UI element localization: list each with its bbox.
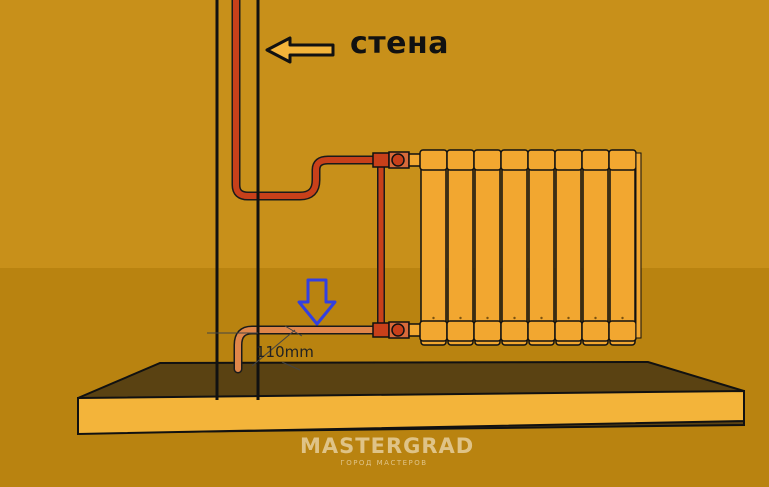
dimension-tick-bottom xyxy=(281,361,301,371)
dimension-label: 110mm xyxy=(256,343,314,361)
radiator-end-cap xyxy=(635,152,642,339)
return-pipe-fill xyxy=(235,327,381,372)
lower-tee-fitting xyxy=(372,322,390,338)
upper-tee-fitting xyxy=(372,152,390,168)
supply-pipe-fill xyxy=(233,0,381,199)
dimension-tick-top xyxy=(284,325,303,337)
radiator-section xyxy=(446,149,475,346)
radiator-section xyxy=(581,149,610,346)
floor-slab-front xyxy=(77,389,745,436)
wall-pointer-arrow xyxy=(265,36,335,64)
dimension-line xyxy=(251,329,296,367)
radiator xyxy=(419,149,642,346)
watermark-brand: MASTERGRAD xyxy=(300,434,475,458)
radiator-section xyxy=(527,149,556,346)
lower-valve xyxy=(388,321,422,339)
upper-valve xyxy=(388,151,422,169)
marker-down-arrow xyxy=(297,278,337,326)
radiator-section xyxy=(608,149,637,346)
radiator-section xyxy=(554,149,583,346)
wall-label: стена xyxy=(350,26,449,61)
watermark-tagline: ГОРОД МАСТЕРОВ xyxy=(340,459,428,467)
radiator-section xyxy=(500,149,529,346)
radiator-section xyxy=(419,149,448,346)
radiator-section xyxy=(473,149,502,346)
